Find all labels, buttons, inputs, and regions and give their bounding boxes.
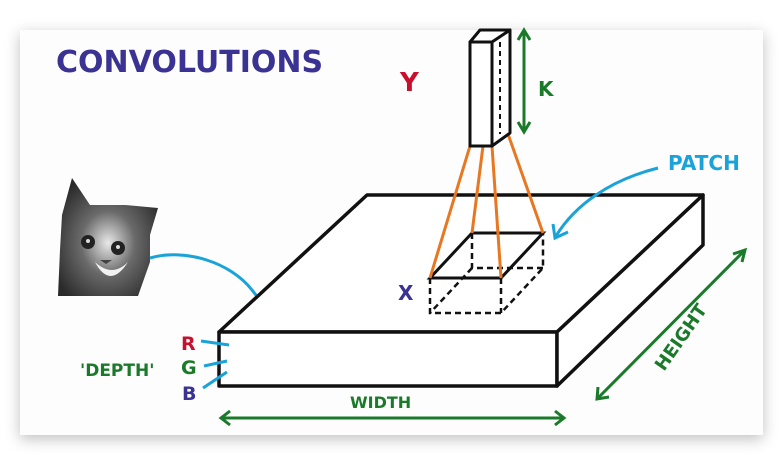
label-width: WIDTH	[350, 393, 411, 412]
patch-arrow	[554, 166, 659, 237]
label-k: K	[538, 77, 555, 101]
input-volume	[217, 193, 705, 388]
label-depth: 'DEPTH'	[80, 361, 154, 381]
label-r: R	[181, 333, 196, 355]
label-x: X	[398, 281, 414, 305]
label-g: G	[181, 357, 197, 379]
k-arrow	[516, 27, 532, 135]
height-arrow	[595, 247, 748, 401]
projection-lines	[428, 133, 545, 279]
output-column	[468, 28, 512, 148]
label-y: Y	[399, 68, 420, 98]
title: CONVOLUTIONS	[56, 45, 323, 80]
channel-ticks	[200, 339, 230, 390]
label-b: B	[182, 383, 196, 405]
width-arrow	[218, 409, 567, 427]
kitten-photo	[58, 178, 158, 296]
label-patch: PATCH	[668, 151, 740, 175]
